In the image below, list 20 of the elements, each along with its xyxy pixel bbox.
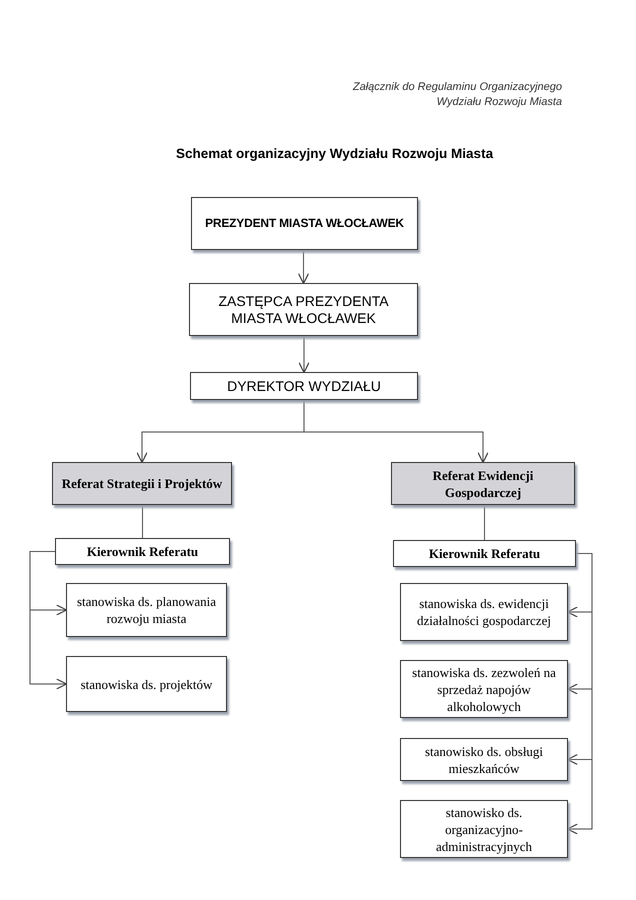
connector-arrow <box>30 551 68 690</box>
diagram-title: Schemat organizacyjny Wydziału Rozwoju Miasta <box>176 145 494 163</box>
manager-box: Kierownik Referatu <box>393 540 576 567</box>
position-box: stanowiska ds. ewidencji działalności gospodarczej <box>400 583 568 641</box>
connector-arrow <box>566 553 592 835</box>
section-box: Referat Ewidencji Gospodarczej <box>391 462 575 505</box>
position-box: stanowiska ds. zezwoleń na sprzedaż napojów alkoholowych <box>400 660 568 718</box>
connector-arrow <box>298 250 310 284</box>
connector-arrow <box>304 400 489 464</box>
connector-arrow <box>298 336 310 374</box>
position-box: stanowiska ds. planowania rozwoju miasta <box>66 583 227 637</box>
position-box: stanowisko ds. obsługi mieszkańców <box>400 738 568 781</box>
attachment-note: Załącznik do Regulaminu Organizacyjnego Wydziału Rozwoju Miasta <box>352 80 562 110</box>
position-box: stanowiska ds. projektów <box>66 656 227 712</box>
position-box: stanowisko ds. organizacyjno-administracyjnych <box>400 800 568 858</box>
manager-box: Kierownik Referatu <box>55 538 230 565</box>
section-box: Referat Strategii i Projektów <box>52 462 232 505</box>
mayor-box: PREZYDENT MIASTA WŁOCŁAWEK <box>191 197 418 250</box>
deputy-box: ZASTĘPCA PREZYDENTA MIASTA WŁOCŁAWEK <box>189 283 418 336</box>
director-box: DYREKTOR WYDZIAŁU <box>190 372 418 400</box>
